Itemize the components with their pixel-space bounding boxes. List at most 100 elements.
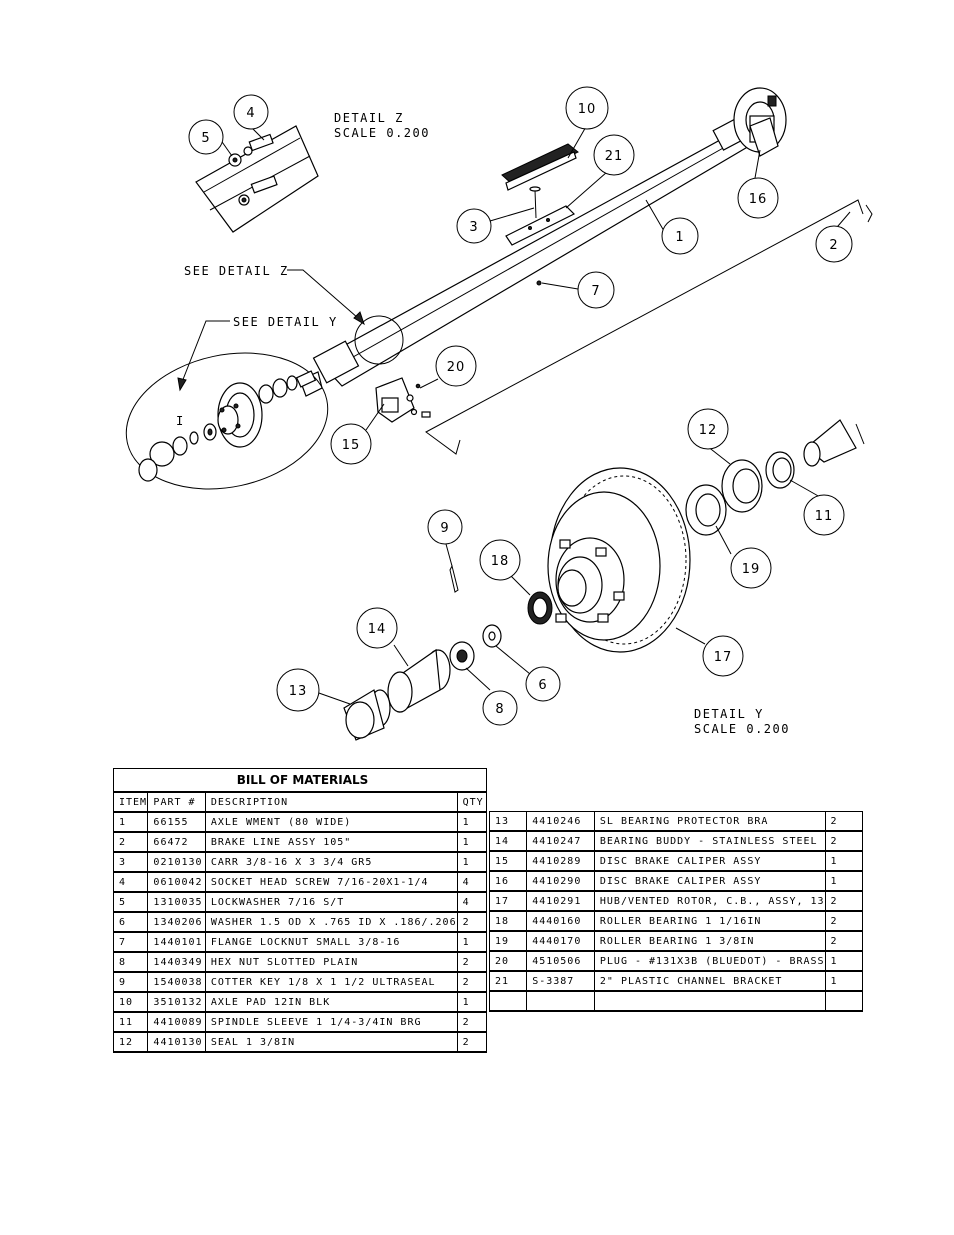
svg-text:7: 7: [591, 284, 600, 299]
svg-text:4: 4: [246, 106, 255, 121]
balloon-14: 14: [356, 607, 398, 649]
bom-cell-part: 66472: [147, 831, 206, 853]
bom-header-description: DESCRIPTION: [204, 791, 458, 813]
bom-cell-description: AXLE PAD 12IN BLK: [204, 991, 458, 1013]
balloon-7: 7: [577, 271, 615, 309]
bom-cell-qty: 2: [456, 1011, 488, 1033]
detail-y-large-view: [343, 419, 865, 741]
bill-of-materials-left: BILL OF MATERIALS ITEM PART # DESCRIPTIO…: [112, 768, 488, 1053]
bom-cell-qty: 1: [456, 991, 488, 1013]
bom-cell-item: 21: [488, 970, 528, 992]
bom-cell-part: S-3387: [526, 970, 595, 992]
bom-cell-description: ROLLER BEARING 1 1/16IN: [593, 910, 826, 932]
bom-cell-part: 4410089: [147, 1011, 206, 1033]
detail-y-title: DETAIL Y: [694, 707, 764, 721]
bom-cell-item: 16: [488, 870, 528, 892]
bom-cell-item: 6: [112, 911, 149, 933]
bom-cell-part: 66155: [147, 811, 206, 833]
balloon-15: 15: [330, 423, 372, 465]
bom-cell-description: 2" PLASTIC CHANNEL BRACKET: [593, 970, 826, 992]
bom-cell-item: [488, 990, 528, 1012]
bom-cell-qty: 1: [824, 970, 864, 992]
bom-cell-part: 1310035: [147, 891, 206, 913]
bom-cell-item: 1: [112, 811, 149, 833]
bom-cell-description: WASHER 1.5 OD X .765 ID X .186/.206: [204, 911, 458, 933]
bom-cell-qty: 2: [456, 911, 488, 933]
bom-cell-part: 0210130: [147, 851, 206, 873]
bom-cell-description: ROLLER BEARING 1 3/8IN: [593, 930, 826, 952]
bom-cell-qty: 2: [456, 951, 488, 973]
bom-cell-qty: 1: [456, 851, 488, 873]
svg-text:17: 17: [714, 650, 733, 665]
svg-text:16: 16: [749, 192, 768, 207]
balloon-19: 19: [730, 547, 772, 589]
bom-cell-item: 19: [488, 930, 528, 952]
bom-cell-part: 4510506: [526, 950, 595, 972]
bom-cell-part: 3510132: [147, 991, 206, 1013]
svg-text:21: 21: [605, 149, 624, 164]
bom-cell-item: 15: [488, 850, 528, 872]
svg-text:10: 10: [578, 102, 597, 117]
bom-cell-description: PLUG - #131X3B (BLUEDOT) - BRASS: [593, 950, 826, 972]
see-detail-z-label: SEE DETAIL Z: [184, 264, 289, 278]
bom-cell-item: 8: [112, 951, 149, 973]
balloon-11: 11: [803, 494, 845, 536]
svg-text:18: 18: [491, 554, 510, 569]
bom-cell-item: 11: [112, 1011, 149, 1033]
bom-cell-part: 4410290: [526, 870, 595, 892]
bom-cell-description: SOCKET HEAD SCREW 7/16-20X1-1/4: [204, 871, 458, 893]
bom-cell-qty: 1: [456, 831, 488, 853]
bom-cell-part: 4410291: [526, 890, 595, 912]
bom-cell-item: 2: [112, 831, 149, 853]
bom-cell-part: [526, 990, 595, 1012]
detail-z-scale: SCALE 0.200: [334, 126, 430, 140]
balloon-16: 16: [737, 177, 779, 219]
channel-bracket: [505, 205, 576, 246]
svg-text:6: 6: [538, 678, 547, 693]
bom-cell-part: 4410289: [526, 850, 595, 872]
balloon-13: 13: [276, 668, 320, 712]
bom-cell-part: 4410247: [526, 830, 595, 852]
detail-y-marker: I: [176, 414, 185, 428]
balloon-2: 2: [815, 225, 853, 263]
bom-cell-item: 10: [112, 991, 149, 1013]
balloon-3: 3: [456, 208, 492, 244]
bom-cell-qty: 1: [456, 811, 488, 833]
bom-cell-part: 1440349: [147, 951, 206, 973]
bom-cell-description: DISC BRAKE CALIPER ASSY: [593, 850, 826, 872]
balloon-8: 8: [482, 690, 518, 726]
balloon-10: 10: [565, 86, 609, 130]
svg-text:5: 5: [201, 131, 210, 146]
detail-y-small-view: I: [125, 352, 329, 490]
bom-cell-qty: 4: [456, 891, 488, 913]
svg-text:8: 8: [495, 702, 504, 717]
svg-text:9: 9: [440, 521, 449, 536]
detail-z-view: [195, 125, 319, 233]
svg-text:13: 13: [289, 684, 308, 699]
bom-cell-part: 0610042: [147, 871, 206, 893]
bom-cell-description: AXLE WMENT (80 WIDE): [204, 811, 458, 833]
svg-text:11: 11: [815, 509, 834, 524]
bom-cell-part: 1340206: [147, 911, 206, 933]
bom-cell-item: 14: [488, 830, 528, 852]
bom-cell-description: SEAL 1 3/8IN: [204, 1031, 458, 1053]
bom-cell-description: BRAKE LINE ASSY 105": [204, 831, 458, 853]
svg-text:1: 1: [675, 230, 684, 245]
bom-cell-qty: 1: [824, 850, 864, 872]
svg-text:14: 14: [368, 622, 387, 637]
bom-cell-description: DISC BRAKE CALIPER ASSY: [593, 870, 826, 892]
bom-cell-qty: 1: [456, 931, 488, 953]
bom-cell-qty: 1: [824, 870, 864, 892]
